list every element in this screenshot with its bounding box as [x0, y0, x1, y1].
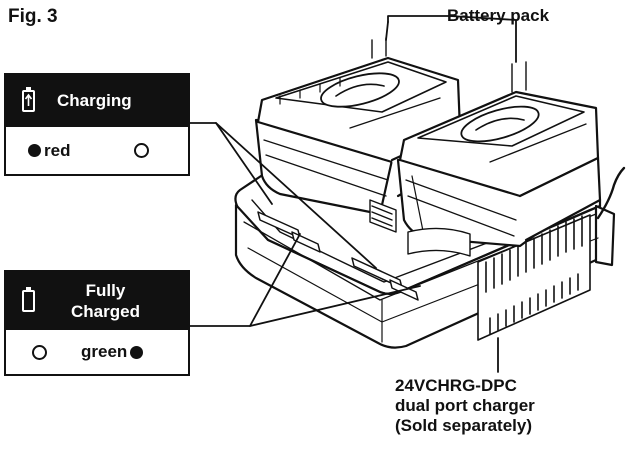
charging-indicator-label: red — [44, 140, 71, 160]
led-on-icon — [28, 144, 41, 157]
charging-legend-header: Charging — [6, 75, 188, 127]
full-leader-2 — [249, 285, 421, 327]
charger-callout: 24VCHRG-DPC dual port charger (Sold sepa… — [395, 376, 535, 436]
power-cord — [596, 166, 626, 220]
fully-charged-indicator-row: green — [6, 330, 188, 374]
charging-legend: Charging red — [4, 73, 190, 176]
charging-port-area — [369, 199, 471, 257]
cooling-vents — [477, 214, 591, 341]
led-off-icon — [134, 143, 150, 158]
battery-callout-bracket — [387, 15, 451, 23]
fully-charged-indicator-label: green — [81, 342, 128, 361]
led-off-icon — [32, 344, 47, 360]
charger-sold-separately: (Sold separately) — [395, 416, 532, 435]
charger-model: 24VCHRG-DPC — [395, 376, 517, 395]
battery-charging-icon — [22, 87, 35, 112]
led-on-icon — [130, 345, 144, 359]
charging-title: Charging — [57, 91, 132, 110]
fully-charged-title-line2: Charged — [71, 302, 140, 321]
figure-label: Fig. 3 — [8, 6, 58, 27]
leader-lines — [189, 15, 517, 373]
battery-pack-callout: Battery pack — [447, 6, 550, 25]
charging-indicator-row: red — [6, 127, 188, 174]
battery-pack-right — [396, 61, 602, 248]
charger-description: dual port charger — [395, 396, 535, 415]
battery-empty-outline-icon — [22, 287, 35, 312]
fully-charged-legend: Fully Charged green — [4, 270, 190, 376]
fully-charged-title-line1: Fully — [85, 281, 126, 300]
charging-leader-2 — [215, 122, 377, 269]
fully-charged-legend-header: Fully Charged — [6, 272, 188, 330]
fully-charged-title: Fully Charged — [71, 280, 140, 322]
